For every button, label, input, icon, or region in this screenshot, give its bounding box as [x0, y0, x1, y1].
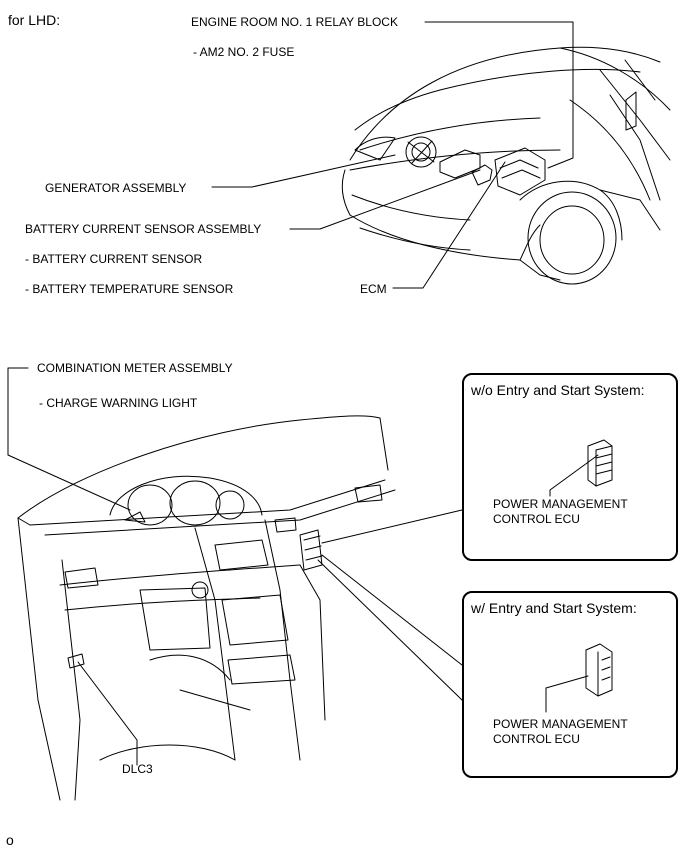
battery-temp-sensor-label: - BATTERY TEMPERATURE SENSOR	[25, 282, 234, 296]
box2-ecu-label-line1: POWER MANAGEMENT	[493, 717, 628, 731]
figure-code: o	[6, 832, 14, 848]
charge-warning-light-label: - CHARGE WARNING LIGHT	[39, 396, 198, 410]
leader-lines-engine	[211, 21, 574, 289]
battery-sensor-label: BATTERY CURRENT SENSOR ASSEMBLY	[25, 222, 262, 236]
relay-block-label: ENGINE ROOM NO. 1 RELAY BLOCK	[191, 15, 398, 29]
dlc3-label: DLC3	[122, 762, 153, 776]
box1-title: w/o Entry and Start System:	[471, 382, 645, 398]
box1-ecu-label-line2: CONTROL ECU	[493, 512, 580, 526]
ecu-icon-box1	[549, 439, 613, 497]
lhd-variant-label: for LHD:	[8, 12, 61, 28]
battery-current-sensor-label: - BATTERY CURRENT SENSOR	[25, 252, 203, 266]
box2-title: w/ Entry and Start System:	[471, 600, 637, 616]
generator-label: GENERATOR ASSEMBLY	[45, 181, 187, 195]
box2-ecu-label-line2: CONTROL ECU	[493, 732, 580, 746]
dashboard-drawing	[17, 415, 396, 801]
vehicle-front-drawing	[341, 46, 671, 285]
box1-ecu-label-line1: POWER MANAGEMENT	[493, 497, 628, 511]
ecm-label: ECM	[360, 282, 387, 296]
leader-lines-cabin	[7, 367, 463, 766]
variant-box-without-entry	[462, 373, 678, 561]
ecu-icon-box2	[545, 643, 613, 713]
combination-meter-label: COMBINATION METER ASSEMBLY	[37, 361, 233, 375]
am2-fuse-label: - AM2 NO. 2 FUSE	[193, 45, 295, 59]
variant-box-with-entry	[462, 591, 678, 778]
